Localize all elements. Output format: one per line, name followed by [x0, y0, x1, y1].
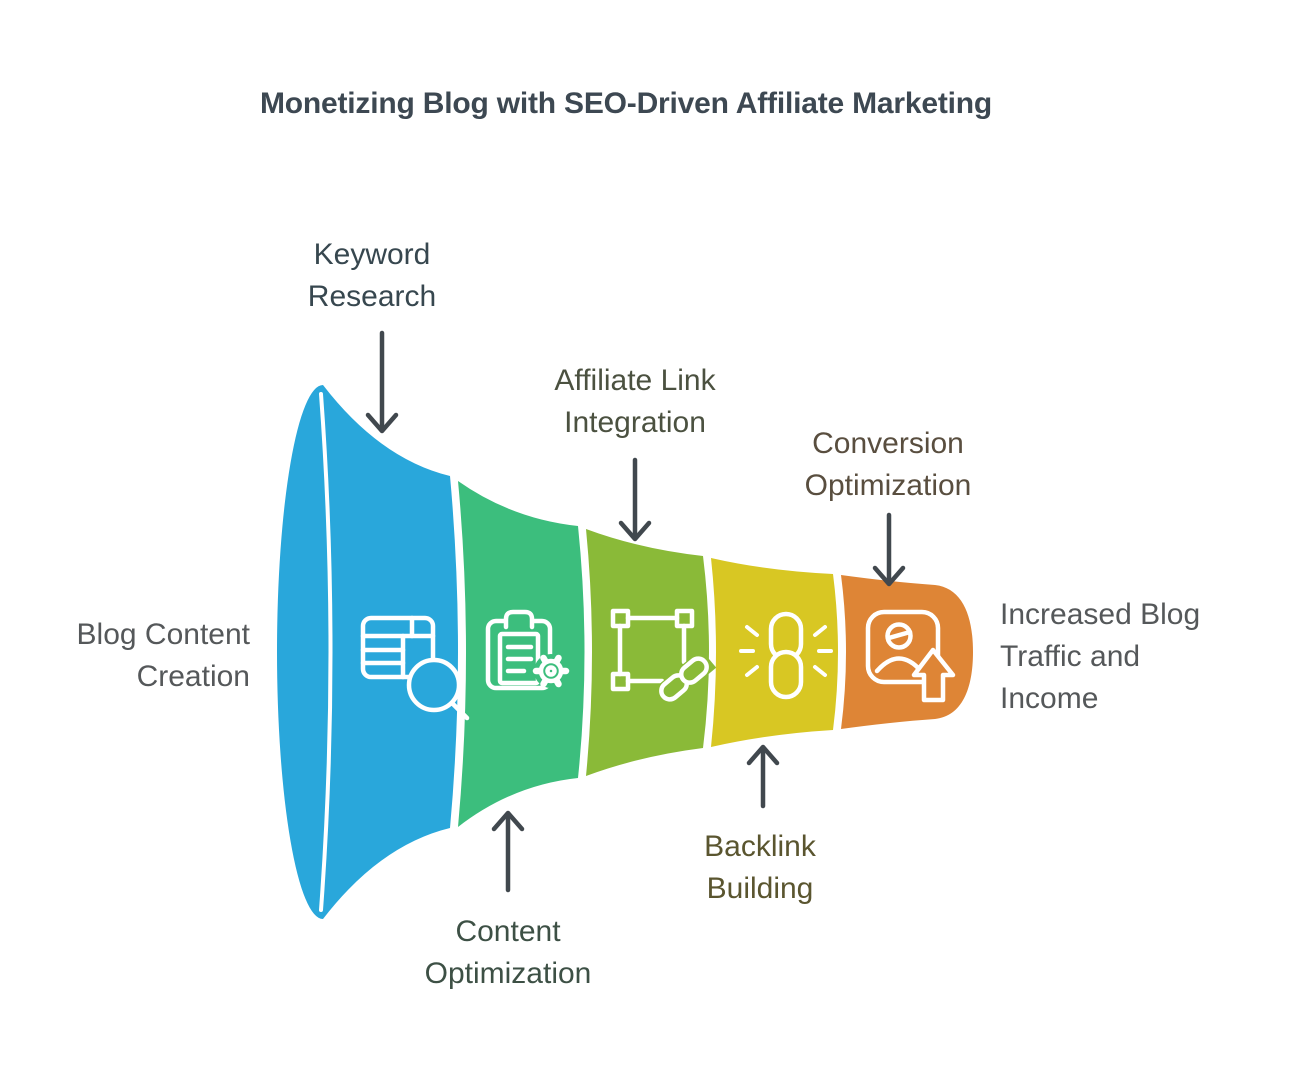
arrow-conversion-optimization [872, 512, 906, 587]
stage-label-backlink-building: Backlink Building [704, 830, 816, 905]
table-search-icon [360, 615, 470, 721]
user-growth-icon [865, 609, 956, 703]
funnel-output-label: Increased Blog Traffic and Income [1000, 598, 1201, 715]
arrow-content-optimization [491, 810, 525, 893]
arrow-keyword-research [365, 330, 399, 434]
funnel-mouth-lip [319, 392, 333, 912]
arrow-backlink-building [746, 744, 780, 809]
stage-label-keyword-research: Keyword Research [307, 238, 437, 313]
selection-link-icon [610, 608, 717, 708]
stage-conversion-optimization-segment [841, 575, 973, 729]
stage-label-conversion-optimization: Conversion Optimization [804, 427, 972, 502]
arrow-affiliate-link [618, 457, 652, 542]
stage-label-content-optimization: Content Optimization [424, 915, 592, 990]
funnel-input-label: Blog Content Creation [76, 618, 250, 693]
stage-affiliate-link-segment [586, 529, 709, 776]
chain-link-icon [739, 611, 833, 700]
diagram-title: Monetizing Blog with SEO-Driven Affiliat… [259, 87, 993, 120]
stage-label-affiliate-link-integration: Affiliate Link Integration [554, 364, 716, 439]
stage-content-optimization-segment [458, 481, 585, 827]
clipboard-gear-icon [485, 609, 570, 691]
